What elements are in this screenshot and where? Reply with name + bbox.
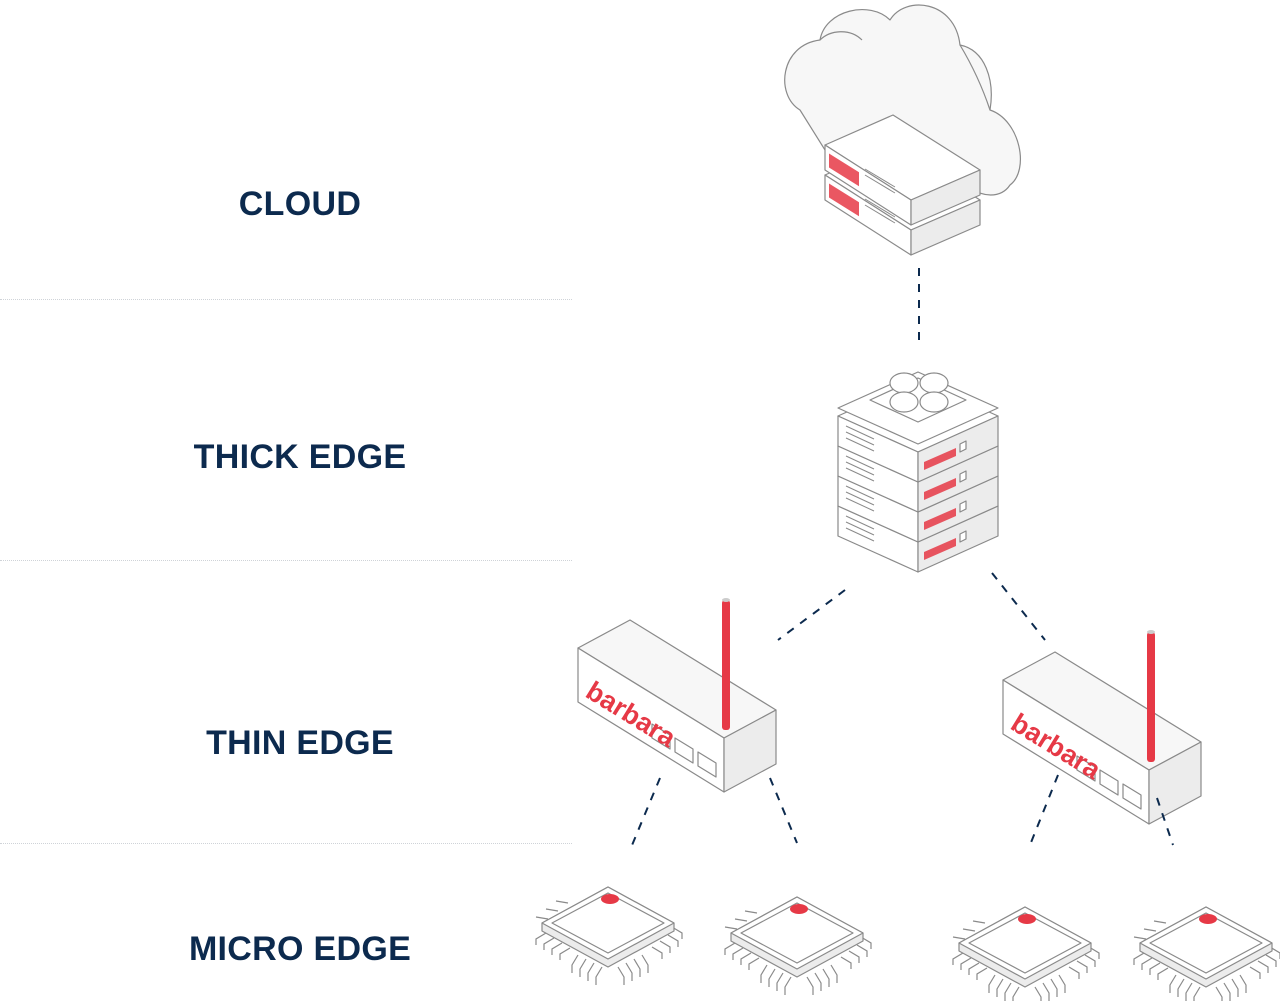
connector-line	[991, 572, 1046, 641]
tier-label-micro-edge: MICRO EDGE	[188, 930, 412, 968]
micro-edge-chip-icon	[1133, 906, 1280, 1001]
tier-label-thick-edge: THICK EDGE	[193, 438, 407, 476]
tier-label-cloud: CLOUD	[238, 185, 362, 223]
thin-edge-router-icon	[577, 597, 777, 793]
thick-edge-server-icon	[837, 371, 999, 573]
divider	[0, 843, 572, 844]
micro-edge-chip-icon	[724, 896, 872, 996]
tier-label-thin-edge: THIN EDGE	[206, 724, 394, 762]
thin-edge-router-icon	[1002, 629, 1202, 825]
divider	[0, 299, 572, 300]
micro-edge-chip-icon	[952, 906, 1100, 1001]
connector-line	[629, 777, 661, 851]
connector-line	[1029, 774, 1059, 846]
connector-line	[777, 589, 846, 641]
divider	[0, 560, 572, 561]
connector-line	[769, 777, 798, 844]
micro-edge-chip-icon	[535, 886, 683, 986]
